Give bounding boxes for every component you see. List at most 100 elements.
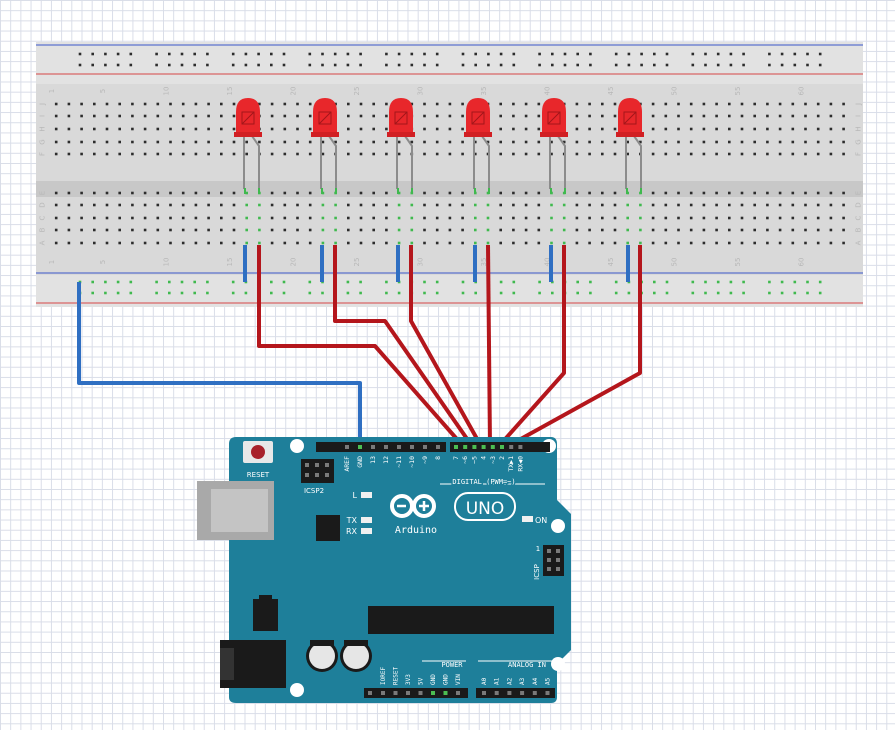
breadboard-hole (613, 152, 617, 156)
breadboard-hole (194, 127, 198, 131)
rail-hole (461, 63, 465, 67)
rail-hole (691, 291, 695, 295)
rail-hole (499, 52, 503, 56)
breadboard-hole (54, 191, 58, 195)
breadboard-hole (220, 127, 223, 131)
breadboard-hole (347, 127, 350, 131)
breadboard-hole (816, 241, 820, 245)
breadboard-hole (118, 152, 121, 156)
breadboard-hole (385, 152, 388, 156)
breadboard-hole (499, 191, 502, 195)
rail-hole (665, 52, 669, 56)
rail-hole (653, 291, 656, 295)
rail-hole (780, 63, 784, 67)
rail-hole (321, 291, 324, 295)
breadboard-hole (524, 127, 528, 131)
breadboard-hole (524, 203, 528, 207)
terminal-strip-bottom (36, 197, 863, 275)
breadboard-hole (677, 102, 680, 106)
bottom-header-pins (368, 691, 550, 695)
breadboard-hole (372, 114, 375, 118)
breadboard-hole (601, 216, 604, 220)
breadboard-hole (575, 191, 579, 195)
breadboard-hole (689, 241, 693, 245)
column-number-label: 35 (480, 258, 488, 267)
rail-hole (691, 63, 695, 67)
breadboard-hole (181, 203, 185, 207)
breadboard-hole (829, 114, 833, 118)
breadboard-hole (601, 127, 604, 131)
led-body (542, 98, 566, 134)
led-anode-leg (404, 135, 413, 188)
breadboard-hole (232, 203, 236, 207)
breadboard-hole (575, 241, 579, 245)
rail-hole (385, 291, 388, 295)
rail-hole (793, 291, 797, 295)
breadboard-hole (842, 102, 845, 106)
breadboard-hole (156, 191, 160, 195)
breadboard-hole (778, 114, 782, 118)
breadboard-hole (715, 216, 718, 220)
breadboard-hole (232, 127, 236, 131)
rail-hole (474, 291, 477, 295)
breadboard-hole (804, 203, 807, 207)
led-component (540, 98, 568, 194)
power-pin (431, 691, 435, 695)
breadboard-hole (169, 152, 172, 156)
breadboard-hole (689, 191, 693, 195)
breadboard-hole (334, 102, 337, 106)
breadboard-hole (740, 241, 744, 245)
breadboard-hole (664, 228, 668, 232)
rail-hole (397, 52, 401, 56)
breadboard-hole (816, 140, 820, 144)
digital-pin (518, 445, 523, 449)
rail-hole (168, 280, 171, 284)
breadboard-hole (232, 102, 236, 106)
breadboard-hole (829, 241, 833, 245)
breadboard-hole (296, 203, 299, 207)
row-letter-label: A (39, 240, 47, 245)
column-number-label: 55 (734, 87, 742, 96)
breadboard-hole (181, 191, 185, 195)
breadboard-hole (448, 152, 452, 156)
power-pin (368, 691, 372, 695)
breadboard-hole (118, 140, 121, 144)
breadboard-hole (639, 241, 642, 245)
breadboard-hole (397, 228, 401, 232)
led-cathode-leg (320, 136, 322, 189)
digital-pin-label: 12 (382, 456, 390, 464)
breadboard-hole (245, 191, 248, 195)
capacitor (306, 640, 338, 672)
reset-button-cap[interactable] (251, 445, 265, 459)
breadboard-hole (778, 152, 782, 156)
led-anode-leg (251, 135, 260, 188)
rail-hole (155, 63, 158, 67)
breadboard-hole (258, 228, 261, 232)
led-anode-leg (328, 135, 337, 188)
breadboard-hole (397, 241, 401, 245)
breadboard-hole (385, 191, 388, 195)
breadboard-hole (461, 127, 464, 131)
digital-header-pins (345, 445, 523, 449)
breadboard-hole (753, 191, 756, 195)
breadboard-hole (207, 114, 210, 118)
digital-pin-label: 4 (480, 456, 488, 460)
rail-hole (397, 291, 401, 295)
breadboard-hole (524, 241, 528, 245)
breadboard-hole (842, 114, 845, 118)
uno-label: UNO (466, 499, 505, 519)
breadboard-hole (359, 127, 363, 131)
breadboard-hole (651, 228, 655, 232)
breadboard-hole (753, 216, 756, 220)
rail-hole (206, 52, 209, 56)
digital-pin (490, 445, 495, 449)
rail-hole (793, 280, 797, 284)
row-letter-label: J (39, 103, 47, 106)
column-number-label: 45 (607, 258, 615, 267)
breadboard-hole (385, 140, 388, 144)
breadboard-hole (677, 140, 680, 144)
breadboard-hole (423, 191, 426, 195)
rail-hole (589, 63, 592, 67)
breadboard-hole (245, 216, 248, 220)
rail-hole (780, 52, 784, 56)
